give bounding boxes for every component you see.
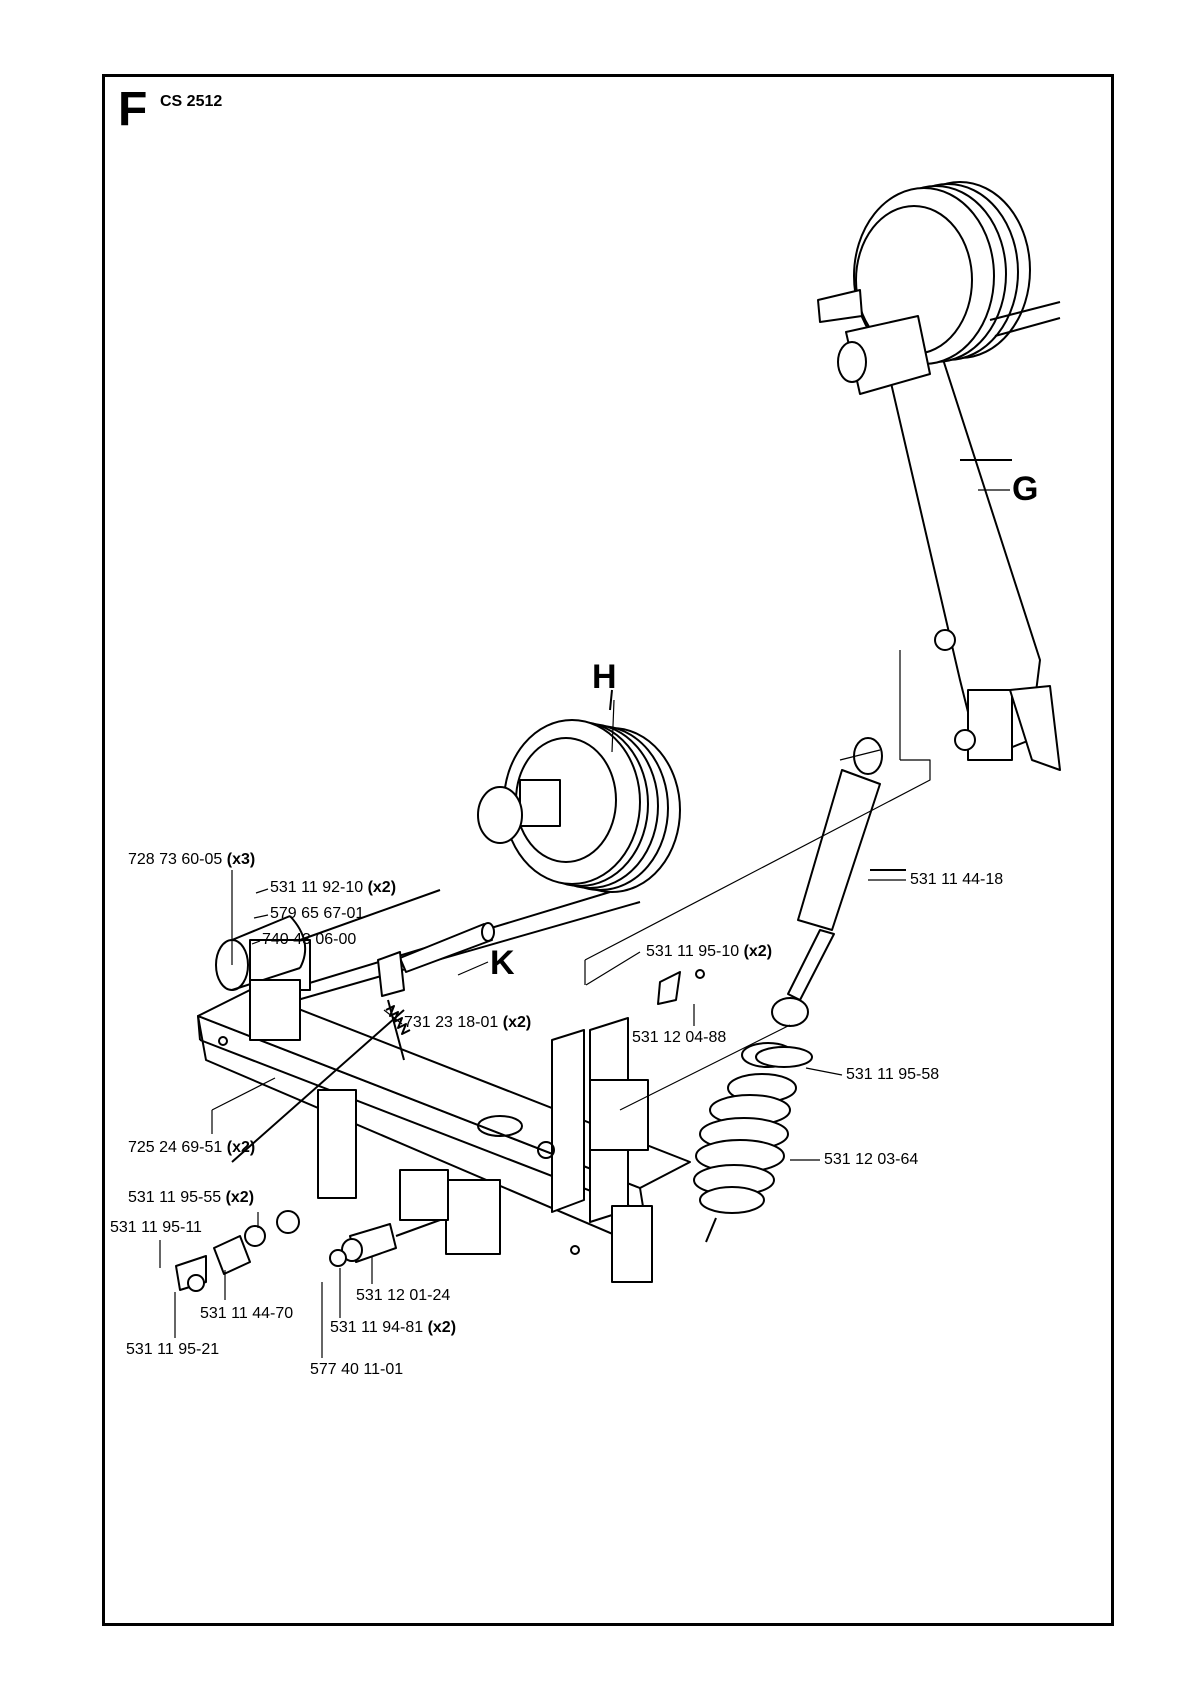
- part-label: 579 65 67-01: [270, 905, 365, 922]
- part-label: 531 11 44-18: [910, 871, 1004, 888]
- part-label: 531 11 44-70: [200, 1305, 294, 1322]
- diagram-frame: [102, 74, 1114, 1626]
- part-label: 531 11 95-58: [846, 1066, 940, 1083]
- roller-h: [299, 689, 681, 941]
- gas-cylinder: [771, 737, 906, 1027]
- lower-left-hardware: [175, 1210, 441, 1292]
- part-label: 731 23 18-01 (x2): [404, 1014, 532, 1031]
- assembly-label-g: G: [1012, 470, 1039, 508]
- bracket: [657, 969, 705, 1005]
- part-label: 728 73 60-05 (x3): [128, 851, 256, 868]
- part-label: 531 11 94-81 (x2): [330, 1319, 457, 1336]
- part-label: 531 11 95-10 (x2): [646, 943, 773, 960]
- part-label: 531 11 92-10 (x2): [270, 879, 397, 896]
- part-label: 531 11 95-55 (x2): [128, 1189, 255, 1206]
- arm-g: [817, 181, 1061, 771]
- assembly-label-h: H: [592, 658, 617, 696]
- part-label: 531 12 01-24: [356, 1287, 451, 1304]
- section-letter: F: [118, 83, 148, 136]
- assembly-label-k: K: [490, 944, 515, 982]
- model-name: CS 2512: [160, 93, 223, 110]
- part-label: 531 12 04-88: [632, 1029, 727, 1046]
- part-label: 531 11 95-21: [126, 1341, 220, 1358]
- part-label: 531 12 03-64: [824, 1151, 919, 1168]
- shaft-k: [231, 922, 495, 1163]
- part-label: 577 40 11-01: [310, 1361, 404, 1378]
- rubber-bellows: [693, 1042, 813, 1243]
- part-label: 725 24 69-51 (x2): [128, 1139, 256, 1156]
- part-label: 531 11 95-11: [110, 1219, 202, 1236]
- part-label: 740 43 06-00: [262, 931, 357, 948]
